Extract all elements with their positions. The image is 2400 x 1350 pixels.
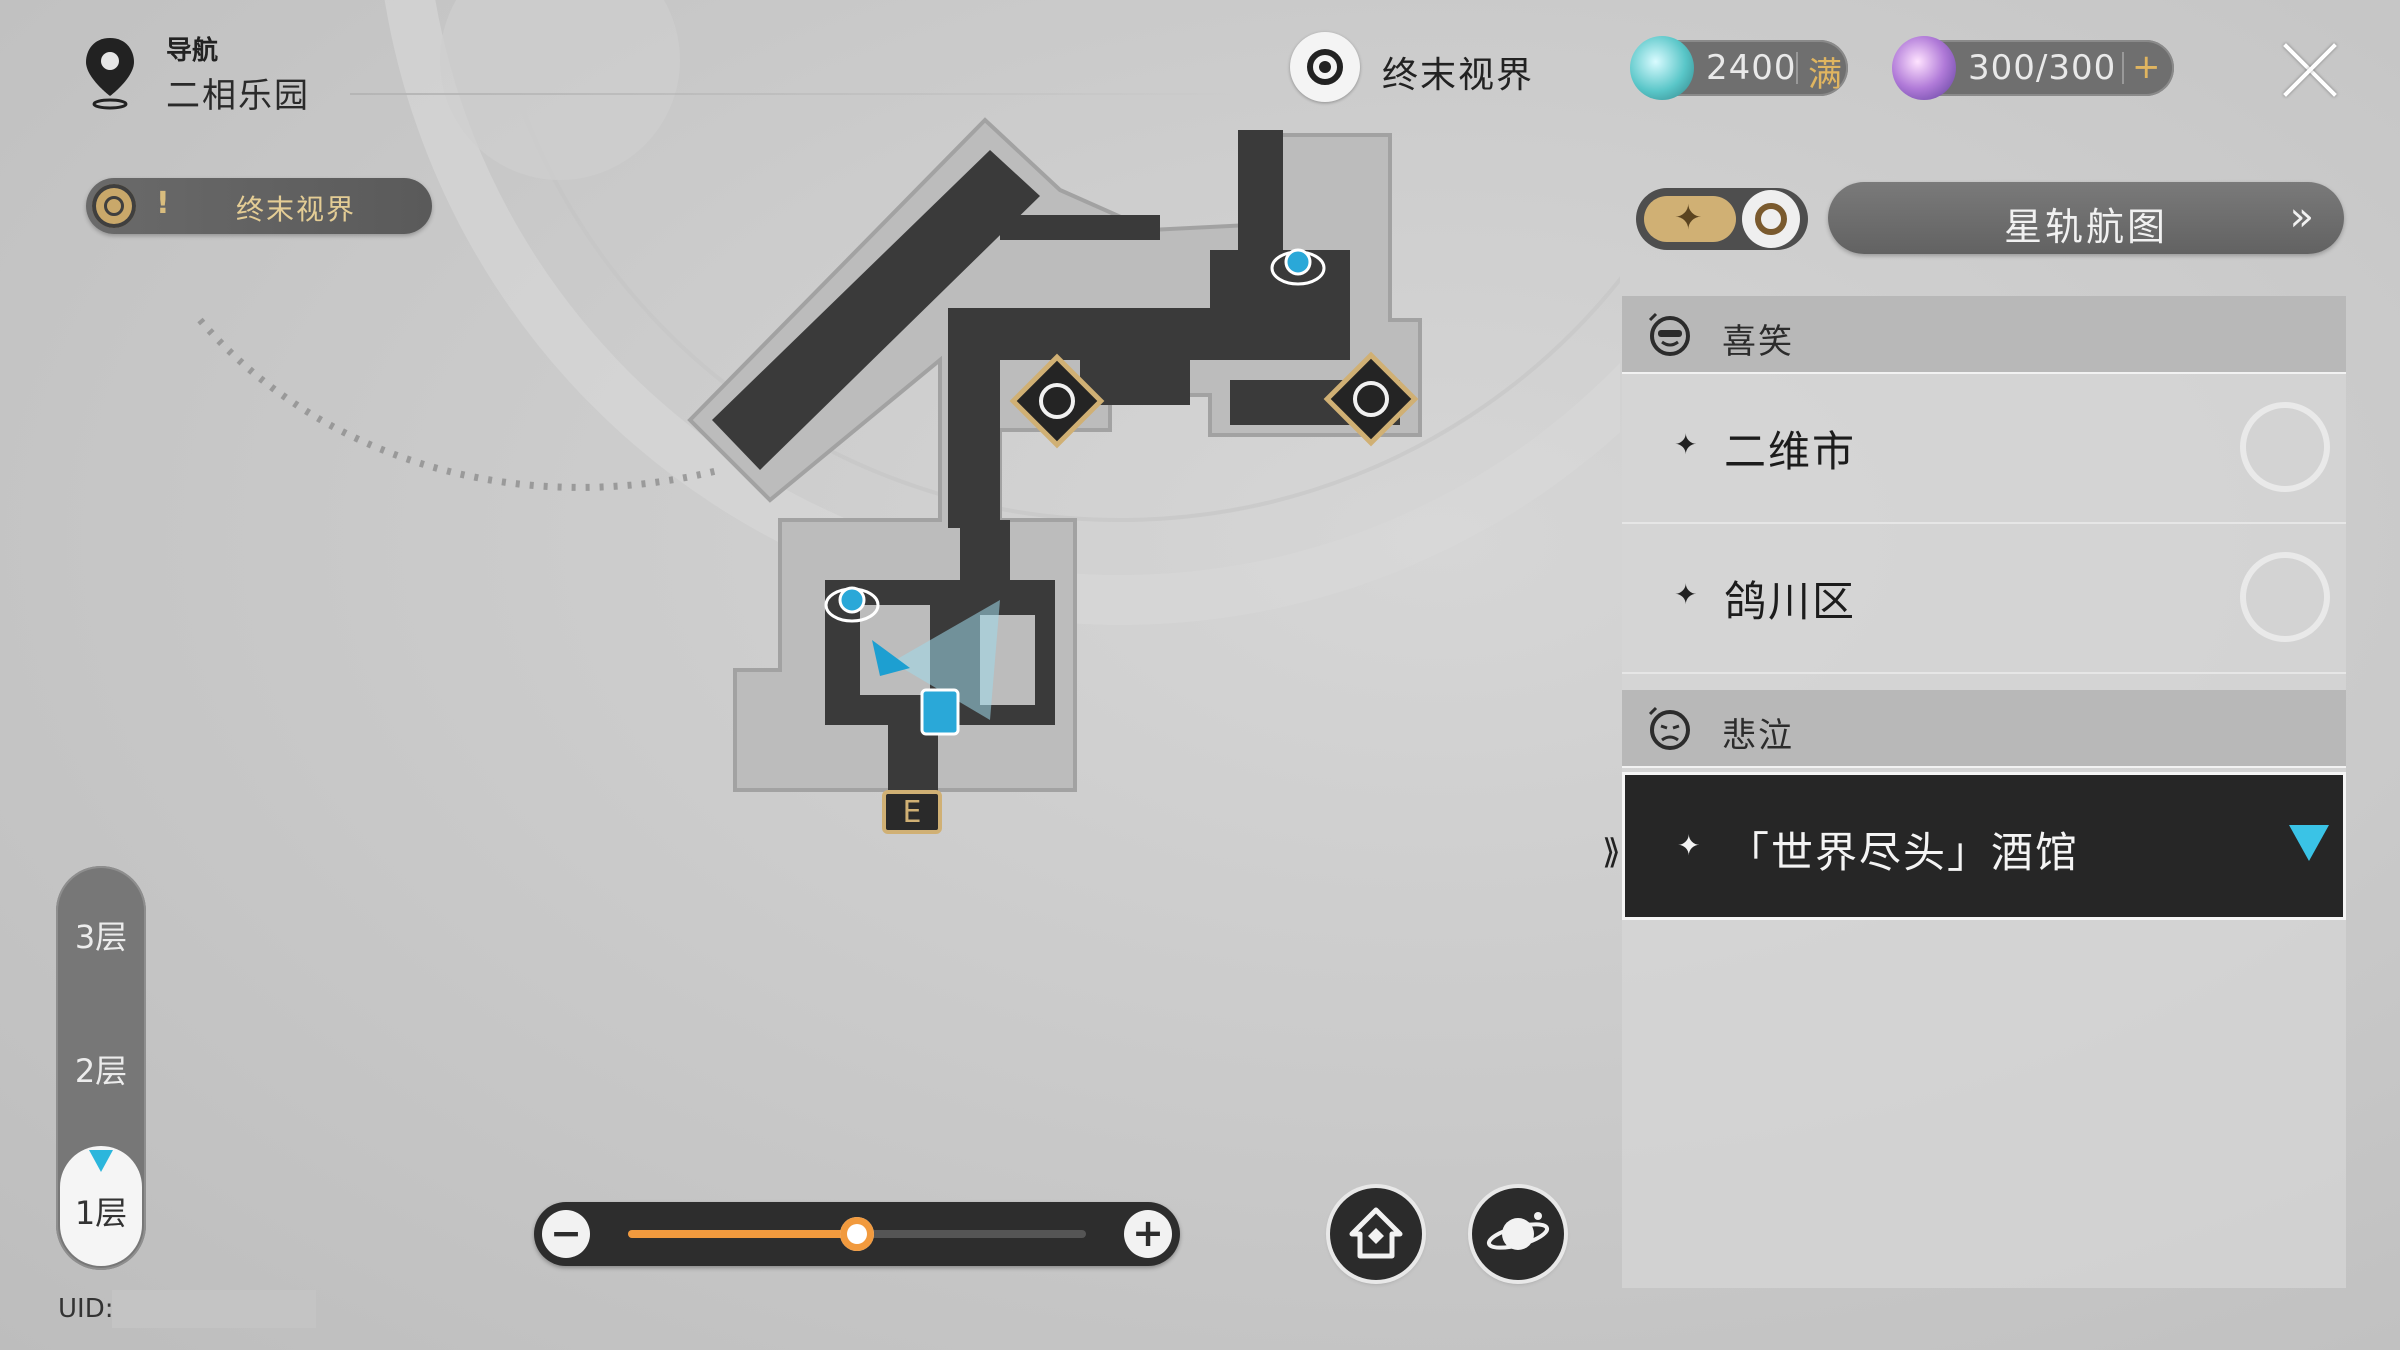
area-item-gechuanqu[interactable]: ✦ 鸽川区 [1622,524,2346,674]
star-rail-map-button[interactable]: 星轨航图 » [1828,182,2344,254]
zoom-track[interactable] [628,1217,1086,1251]
home-icon [1349,1207,1403,1259]
resource-separator [2122,52,2124,84]
current-floor-marker-icon [89,1150,113,1172]
ring-decor-icon [2240,402,2330,492]
area-item-erweishi[interactable]: ✦ 二维市 [1622,374,2346,524]
zoom-fill [628,1230,857,1238]
area-group-label: 悲泣 [1722,716,1794,756]
current-location-marker-icon [2289,825,2329,861]
svg-text:E: E [903,795,922,830]
uid-redacted [112,1290,316,1328]
zoom-handle[interactable] [840,1217,874,1251]
sparkle-icon: ✦ [1674,428,1698,461]
mission-tracker[interactable]: ! 终末视界 [86,178,432,234]
sparkle-icon: ✦ [1677,829,1701,862]
area-group-label: 喜笑 [1722,322,1794,362]
nav-divider [350,93,1250,95]
eye-mode-icon[interactable] [1742,190,1800,248]
zoom-slider[interactable]: − + [534,1202,1180,1266]
floor-selector[interactable]: 3层 2层 1层 [56,866,146,1270]
realm-label: 终末视界 [1382,55,1535,96]
sparkle-icon: ✦ [1674,578,1698,611]
close-icon[interactable] [2278,38,2342,102]
mission-eye-icon [92,184,136,228]
area-item-label: 鸽川区 [1724,577,1857,626]
crying-mask-icon [1648,706,1690,750]
floor-3-button[interactable]: 3层 [74,918,128,956]
current-location: 二相乐园 [166,76,310,116]
reserve-power-icon [1630,36,1694,100]
area-list-panel[interactable]: 喜笑 ✦ 二维市 ✦ 鸽川区 悲泣 ✦ 「世界尽头」酒馆 [1622,296,2346,1288]
double-chevron-right-icon: » [2289,194,2314,240]
map-pin-icon [86,38,134,110]
area-item-world-end-tavern[interactable]: ✦ 「世界尽头」酒馆 [1622,772,2346,920]
trailblaze-power-value: 300/300 [1968,48,2117,88]
reserve-full-badge: 满 [1808,55,1842,95]
mission-label: 终末视界 [236,193,357,226]
area-item-label: 「世界尽头」酒馆 [1727,828,2080,877]
navigation-header: 导航 二相乐园 [70,28,350,118]
planet-icon [1486,1212,1550,1250]
floor-2-button[interactable]: 2层 [74,1052,128,1090]
area-item-label: 二维市 [1724,427,1857,476]
uid-display: UID: [58,1290,316,1328]
area-group-laugh: 喜笑 [1622,296,2346,374]
realm-eye-icon [1290,32,1360,102]
reserve-power-value: 2400 [1706,48,1797,88]
universe-map-button[interactable] [1472,1188,1564,1280]
floor-1-label: 1层 [74,1194,128,1232]
zoom-out-button[interactable]: − [542,1210,590,1258]
area-group-cry: 悲泣 [1622,690,2346,768]
star-rail-map-label: 星轨航图 [2003,205,2168,249]
ring-decor-icon [2240,552,2330,642]
map-mode-toggle[interactable] [1636,188,1808,250]
mission-alert-mark: ! [156,186,170,221]
add-power-button[interactable]: + [2132,47,2161,87]
trailblaze-power-icon [1892,36,1956,100]
uid-label: UID: [58,1294,114,1324]
selection-pointer-icon: ⟫ [1602,832,1621,872]
trailblaze-power-counter[interactable]: 300/300 + [1892,36,2174,100]
star-mode-icon[interactable] [1644,196,1736,242]
floor-1-button[interactable]: 1层 [60,1146,142,1266]
zoom-in-button[interactable]: + [1124,1210,1172,1258]
recenter-button[interactable] [1330,1188,1422,1280]
reserve-power-counter[interactable]: 2400 满 [1630,36,1848,100]
laughing-mask-icon [1648,312,1690,356]
nav-label: 导航 [166,36,219,66]
resource-separator [1796,52,1798,84]
